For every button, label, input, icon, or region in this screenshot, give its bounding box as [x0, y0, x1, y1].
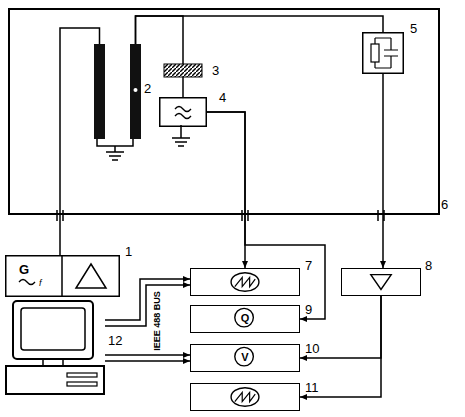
computer: 12 — [5, 300, 105, 400]
amplifier: 8 — [341, 268, 421, 296]
arrow-head — [183, 358, 190, 364]
amplifier-symbol — [342, 269, 420, 295]
arrow-head — [300, 355, 307, 361]
oscilloscope-symbol — [191, 384, 299, 410]
voltmeter: V10 — [190, 344, 300, 372]
wire — [136, 16, 384, 44]
wire-line — [136, 16, 184, 64]
callout-number: 5 — [410, 22, 417, 35]
signal-generator: Gf1 — [5, 255, 120, 297]
ground-symbol — [106, 146, 124, 160]
oscilloscope: 11 — [190, 383, 300, 411]
callout-number: 1 — [125, 245, 132, 258]
callout-number: 9 — [305, 303, 312, 316]
wire — [183, 77, 184, 97]
wire-line — [207, 112, 325, 319]
wire — [207, 112, 325, 322]
ground-symbol — [172, 125, 190, 146]
wire — [207, 112, 248, 268]
q-meter: Q9 — [190, 305, 300, 333]
wire-line — [182, 77, 184, 97]
wire — [380, 74, 386, 268]
callout-number: 7 — [305, 259, 312, 272]
sample-bar-symbol — [164, 64, 202, 77]
wire — [136, 16, 184, 64]
wire-line — [136, 16, 384, 44]
wire-line — [105, 285, 190, 326]
signal-generator-symbol — [5, 255, 120, 297]
oscilloscope: 7 — [190, 268, 300, 296]
wire-line — [60, 28, 100, 255]
generator-symbol: G — [19, 263, 29, 276]
sample-bar: 3 — [164, 64, 202, 77]
callout-number: 2 — [144, 82, 151, 95]
transformer-symbol — [92, 44, 152, 139]
meter-symbol: Q — [191, 313, 299, 324]
bus-label: IEEE 488 BUS — [153, 290, 162, 352]
callout-number: 4 — [219, 91, 226, 104]
meter-symbol: V — [191, 352, 299, 363]
filter-box-symbol — [159, 97, 207, 127]
filter-box: 4 — [159, 97, 207, 127]
callout-number: 12 — [108, 334, 122, 347]
wire-line — [105, 354, 190, 356]
wire-line — [207, 112, 245, 268]
wire — [105, 276, 190, 326]
shield-frame: 62345 — [8, 8, 440, 215]
rc-network-symbol — [362, 32, 404, 74]
wire-line — [300, 296, 381, 358]
frequency-symbol: f — [39, 279, 42, 288]
rc-network: 5 — [362, 32, 404, 74]
wire-line — [382, 74, 384, 268]
wire — [105, 352, 190, 364]
arrow-head — [380, 261, 386, 268]
arrow-head — [183, 276, 190, 282]
computer-symbol — [5, 300, 105, 400]
arrow-head — [300, 394, 307, 400]
arrow-head — [300, 316, 307, 322]
arrow-head — [183, 352, 190, 358]
wire-line — [105, 360, 190, 362]
wire-line — [300, 296, 381, 397]
arrow-head — [242, 261, 248, 268]
arrow-head — [183, 282, 190, 288]
callout-number: 8 — [425, 259, 432, 272]
oscilloscope-symbol — [191, 269, 299, 295]
callout-number: 3 — [212, 64, 219, 77]
wire — [300, 296, 381, 361]
callout-number: 11 — [305, 381, 319, 394]
wire — [60, 28, 100, 255]
transformer: 2 — [92, 44, 152, 139]
wire — [300, 296, 381, 400]
callout-number: 6 — [441, 198, 448, 211]
callout-number: 10 — [305, 342, 319, 355]
